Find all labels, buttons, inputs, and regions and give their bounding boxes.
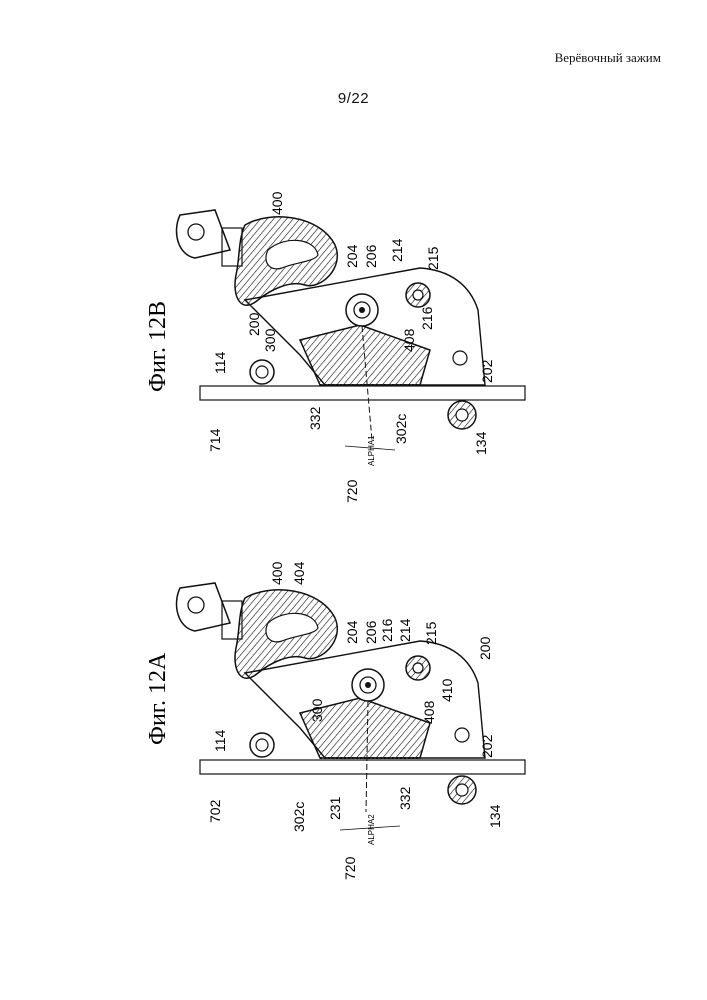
- label-702: 702: [207, 799, 223, 823]
- figure-12b-caption: Фиг. 12В: [145, 301, 171, 392]
- label-231: 231: [327, 796, 343, 820]
- label-300: 300: [309, 698, 325, 722]
- label-216: 216: [379, 618, 395, 642]
- label-alpha2: ALPHA2: [367, 814, 376, 845]
- rope-714: [200, 386, 525, 400]
- label-114: 114: [212, 729, 228, 752]
- label-214: 214: [397, 618, 413, 642]
- label-204: 204: [344, 244, 360, 268]
- label-206: 206: [363, 620, 379, 644]
- label-216: 216: [419, 306, 435, 330]
- figure-12a: Фиг. 12А 400 404 204 206: [145, 561, 525, 880]
- label-134: 134: [473, 431, 489, 455]
- label-204: 204: [344, 620, 360, 644]
- label-720: 720: [344, 479, 360, 503]
- label-404: 404: [291, 561, 307, 585]
- label-202: 202: [479, 359, 495, 383]
- label-200: 200: [246, 312, 262, 336]
- label-400: 400: [269, 191, 285, 215]
- label-720: 720: [342, 856, 358, 880]
- label-200: 200: [477, 636, 493, 660]
- label-214: 214: [389, 238, 405, 262]
- label-alpha1: ALPHA1: [367, 435, 376, 466]
- label-408: 408: [401, 328, 417, 352]
- label-206: 206: [363, 244, 379, 268]
- figure-12b: Фиг. 12В 400 204 206 214: [145, 191, 525, 503]
- label-332: 332: [307, 406, 323, 430]
- figure-12a-caption: Фиг. 12А: [145, 652, 171, 745]
- rope-702: [200, 760, 525, 774]
- label-114: 114: [212, 351, 228, 374]
- label-202: 202: [479, 734, 495, 758]
- label-332: 332: [397, 786, 413, 810]
- label-302c: 302c: [291, 802, 307, 832]
- label-215: 215: [423, 621, 439, 645]
- label-302c: 302c: [393, 414, 409, 444]
- label-215: 215: [425, 246, 441, 270]
- pin-202: [455, 728, 469, 742]
- label-410: 410: [439, 678, 455, 702]
- label-408: 408: [421, 700, 437, 724]
- label-300: 300: [262, 328, 278, 352]
- pin-202: [453, 351, 467, 365]
- label-714: 714: [207, 428, 223, 452]
- label-134: 134: [487, 804, 503, 828]
- label-400: 400: [269, 561, 285, 585]
